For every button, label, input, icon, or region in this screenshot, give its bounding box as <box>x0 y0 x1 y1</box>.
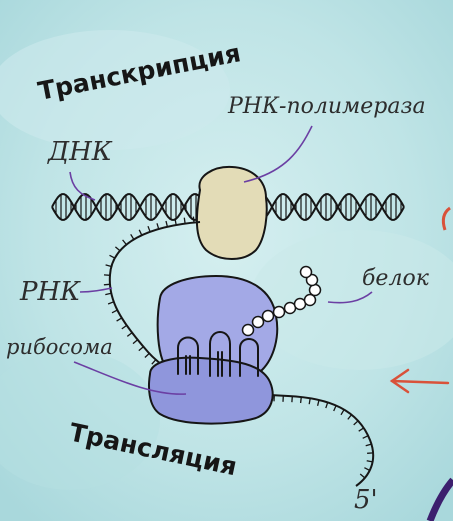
amino-acid-bead <box>253 317 264 328</box>
label-ribosome: рибосома <box>6 335 113 359</box>
ribosome <box>149 276 277 424</box>
label-five-prime: 5' <box>354 485 378 515</box>
amino-acid-bead <box>305 295 316 306</box>
rna-base-tick <box>301 397 302 403</box>
label-dna: ДНК <box>47 137 113 167</box>
amino-acid-bead <box>301 267 312 278</box>
amino-acid-bead <box>263 311 274 322</box>
label-rna-polymerase: РНК-полимераза <box>227 94 426 119</box>
rna-base-tick <box>184 218 185 224</box>
rna-base-tick <box>104 284 110 285</box>
label-protein: белок <box>362 266 430 291</box>
amino-acid-bead <box>243 325 254 336</box>
amino-acid-bead <box>274 307 285 318</box>
rna-polymerase <box>197 167 267 259</box>
label-rna: РНК <box>19 277 81 307</box>
rna-base-tick <box>193 217 194 223</box>
